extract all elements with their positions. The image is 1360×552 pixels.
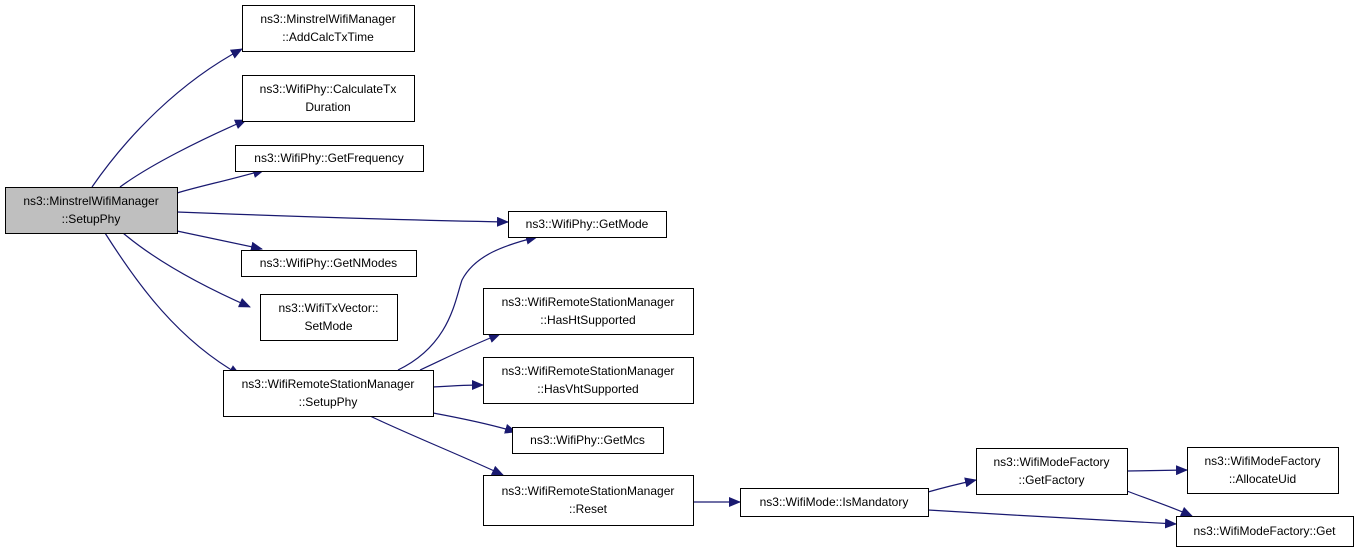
node-label-line: ns3::MinstrelWifiManager <box>23 194 158 208</box>
node-label-line: ns3::WifiModeFactory::Get <box>1193 524 1336 538</box>
node-label-line: ::Reset <box>569 502 608 516</box>
node-label-line: ns3::WifiModeFactory <box>1204 454 1320 468</box>
node-box <box>235 145 424 172</box>
edge-setupphy_minstrel-to-calculatetxduration <box>119 119 247 188</box>
edge-setupphy_remote-to-hashtsupported <box>419 333 501 371</box>
node-label-line: ns3::WifiRemoteStationManager <box>502 295 675 309</box>
node-label-line: ns3::WifiPhy::GetNModes <box>260 256 397 270</box>
node-label-line: ns3::WifiMode::IsMandatory <box>760 495 909 509</box>
node-getmcs[interactable]: ns3::WifiPhy::GetMcs <box>512 427 664 454</box>
node-label-line: ::HasVhtSupported <box>537 382 638 396</box>
edge-ismandatory-to-factoryget <box>927 509 1177 529</box>
node-getnmodes[interactable]: ns3::WifiPhy::GetNModes <box>241 250 417 277</box>
node-factoryget[interactable]: ns3::WifiModeFactory::Get <box>1176 516 1354 547</box>
node-label-line: SetMode <box>304 319 352 333</box>
edge-setupphy_remote-to-hasvhtsupported <box>432 380 484 391</box>
node-addcalctxtime[interactable]: ns3::MinstrelWifiManager::AddCalcTxTime <box>242 5 415 52</box>
edge-setupphy_minstrel-to-addcalctxtime <box>91 48 243 188</box>
edge-setupphy_remote-to-getmcs <box>432 412 517 434</box>
node-box <box>223 370 434 417</box>
edge-setupphy_minstrel-to-setmode <box>122 232 251 308</box>
edge-setupphy_remote-to-getmode <box>397 234 538 371</box>
node-allocateuid[interactable]: ns3::WifiModeFactory::AllocateUid <box>1187 447 1339 494</box>
node-setupphy_minstrel: ns3::MinstrelWifiManager::SetupPhy <box>5 187 178 234</box>
node-label-line: ns3::WifiRemoteStationManager <box>242 377 415 391</box>
node-getfactory[interactable]: ns3::WifiModeFactory::GetFactory <box>976 448 1128 495</box>
node-box <box>241 250 417 277</box>
node-label-line: ns3::WifiPhy::GetMcs <box>530 433 645 447</box>
node-box <box>483 288 694 335</box>
node-label-line: ns3::MinstrelWifiManager <box>260 12 395 26</box>
node-box <box>508 211 667 238</box>
edge-setupphy_remote-to-reset <box>369 415 504 476</box>
edge-getfactory-to-factoryget <box>1126 490 1193 517</box>
node-label-line: ns3::WifiModeFactory <box>993 455 1109 469</box>
node-getmode[interactable]: ns3::WifiPhy::GetMode <box>508 211 667 238</box>
edge-setupphy_minstrel-to-setupphy_remote <box>104 232 241 376</box>
node-ismandatory[interactable]: ns3::WifiMode::IsMandatory <box>740 488 929 517</box>
edge-getfactory-to-allocateuid <box>1126 465 1188 476</box>
node-setmode[interactable]: ns3::WifiTxVector::SetMode <box>260 294 398 341</box>
node-label-line: ns3::WifiPhy::CalculateTx <box>260 82 397 96</box>
node-reset[interactable]: ns3::WifiRemoteStationManager::Reset <box>483 475 694 526</box>
node-label-line: ::SetupPhy <box>62 212 121 226</box>
node-box <box>242 5 415 52</box>
edge-setupphy_minstrel-to-getfrequency <box>176 168 265 194</box>
node-label-line: ns3::WifiRemoteStationManager <box>502 484 675 498</box>
node-box <box>260 294 398 341</box>
node-box <box>740 488 929 517</box>
node-label-line: ns3::WifiPhy::GetMode <box>526 217 649 231</box>
node-getfrequency[interactable]: ns3::WifiPhy::GetFrequency <box>235 145 424 172</box>
node-label-line: ns3::WifiTxVector:: <box>278 301 378 315</box>
node-label-line: ns3::WifiPhy::GetFrequency <box>254 151 403 165</box>
node-box <box>512 427 664 454</box>
node-box <box>483 357 694 404</box>
node-label-line: ::GetFactory <box>1018 473 1084 487</box>
edge-ismandatory-to-getfactory <box>927 477 977 493</box>
node-hasvhtsupported[interactable]: ns3::WifiRemoteStationManager::HasVhtSup… <box>483 357 694 404</box>
node-hashtsupported[interactable]: ns3::WifiRemoteStationManager::HasHtSupp… <box>483 288 694 335</box>
node-box <box>5 187 178 234</box>
node-label-line: ::AllocateUid <box>1229 472 1296 486</box>
node-label-line: ::HasHtSupported <box>540 313 635 327</box>
node-setupphy_remote[interactable]: ns3::WifiRemoteStationManager::SetupPhy <box>223 370 434 417</box>
node-label-line: ns3::WifiRemoteStationManager <box>502 364 675 378</box>
edge-setupphy_minstrel-to-getmode <box>176 211 509 227</box>
node-box <box>1176 516 1354 547</box>
node-box <box>242 75 415 122</box>
node-box <box>976 448 1128 495</box>
edge-setupphy_minstrel-to-getnmodes <box>176 230 263 252</box>
node-box <box>483 475 694 526</box>
node-label-line: ::SetupPhy <box>299 395 358 409</box>
node-label-line: Duration <box>305 100 350 114</box>
node-box <box>1187 447 1339 494</box>
node-label-line: ::AddCalcTxTime <box>282 30 374 44</box>
